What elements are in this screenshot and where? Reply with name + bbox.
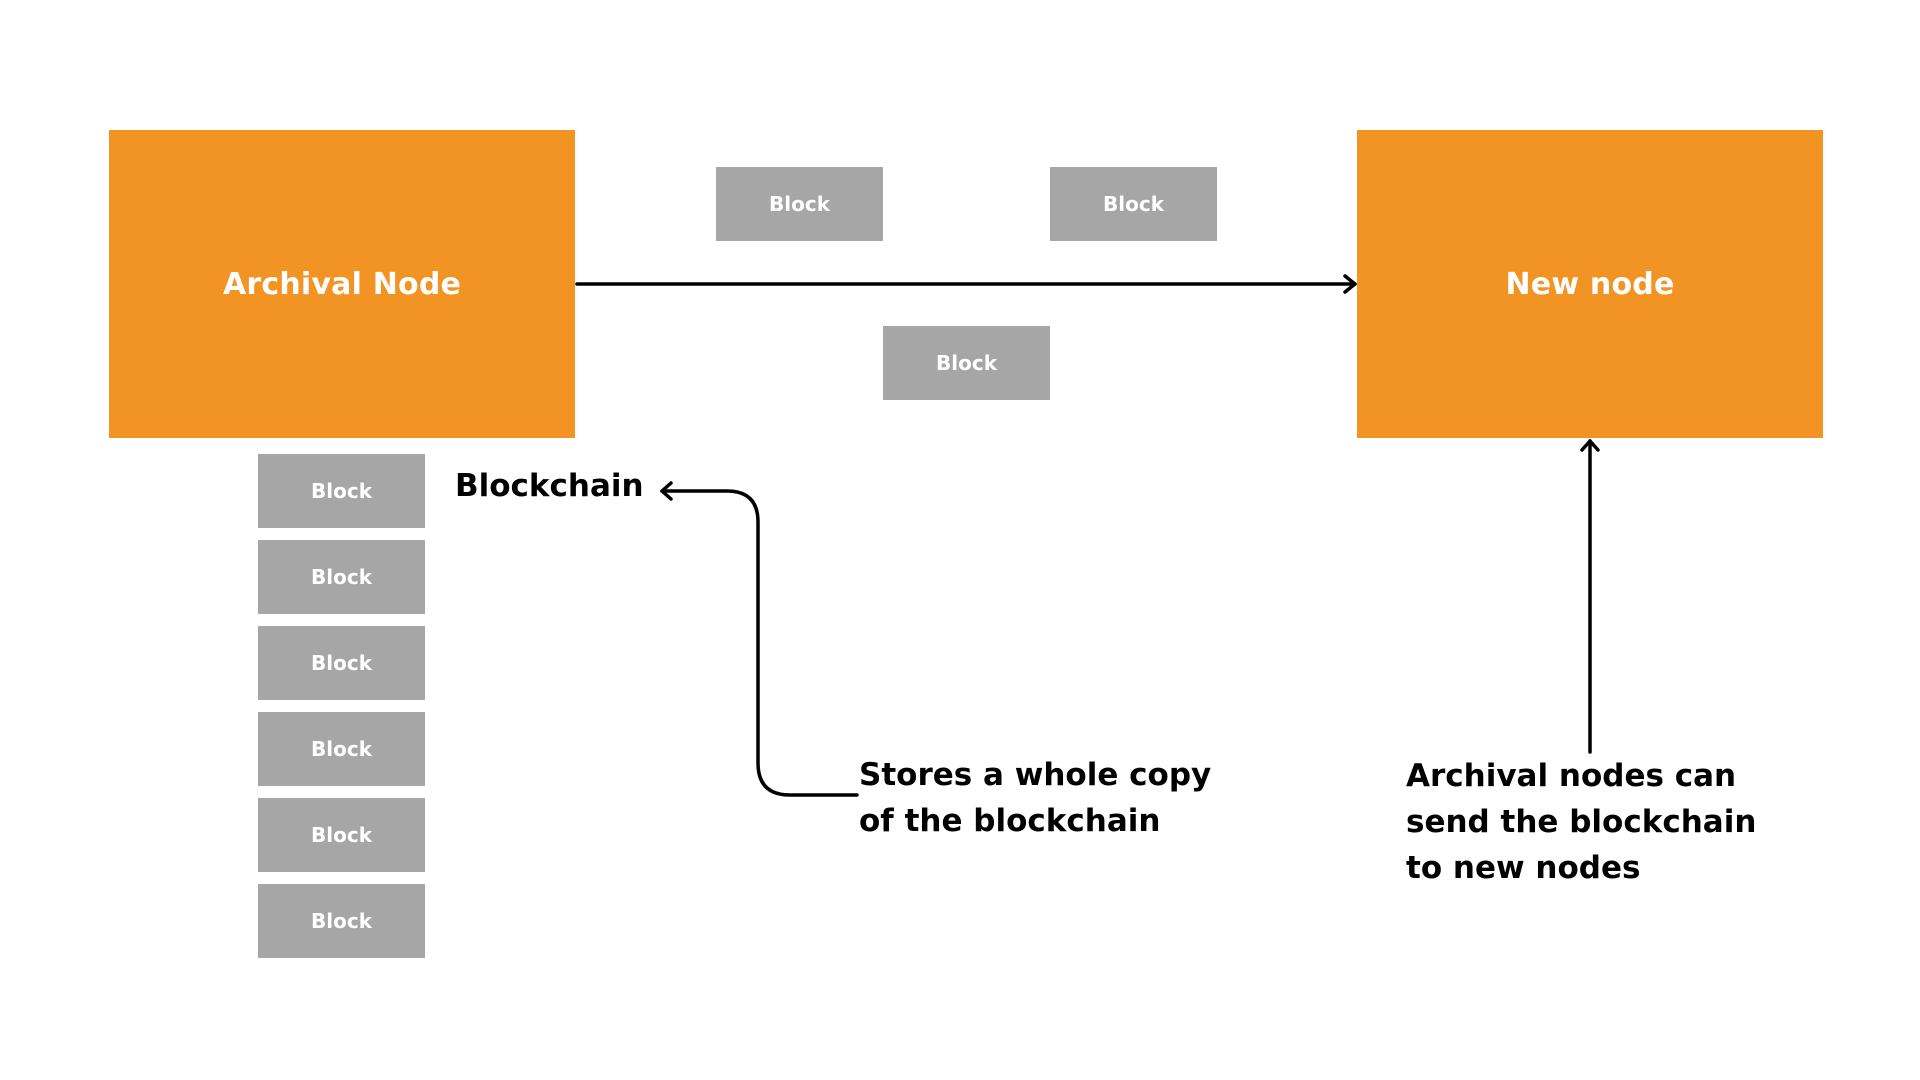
- blockchain-block: Block: [258, 626, 425, 700]
- transit-block: Block: [716, 167, 883, 241]
- stores-arrow: [660, 481, 859, 797]
- annotation-line: send the blockchain: [1406, 804, 1757, 840]
- annotation-line: Archival nodes can: [1406, 758, 1737, 794]
- block-label: Block: [311, 737, 372, 761]
- new-node-label: New node: [1505, 266, 1675, 302]
- blockchain-label: Blockchain: [455, 468, 644, 504]
- archival-node: Archival Node: [109, 130, 575, 438]
- block-label: Block: [311, 651, 372, 675]
- blockchain-block: Block: [258, 540, 425, 614]
- block-label: Block: [1103, 192, 1164, 216]
- blockchain-block: Block: [258, 454, 425, 528]
- block-label: Block: [311, 479, 372, 503]
- send-arrow: [1580, 439, 1600, 754]
- annotation-line: of the blockchain: [859, 803, 1161, 839]
- block-label: Block: [769, 192, 830, 216]
- blockchain-block: Block: [258, 712, 425, 786]
- blockchain-block: Block: [258, 884, 425, 958]
- sync-arrow: [575, 274, 1357, 294]
- annotation-line: to new nodes: [1406, 850, 1641, 886]
- archival-send-annotation: Archival nodes can send the blockchain t…: [1406, 753, 1756, 891]
- block-label: Block: [311, 823, 372, 847]
- archival-node-label: Archival Node: [222, 266, 462, 302]
- new-node: New node: [1357, 130, 1823, 438]
- transit-block: Block: [883, 326, 1050, 400]
- transit-block: Block: [1050, 167, 1217, 241]
- blockchain-block: Block: [258, 798, 425, 872]
- annotation-line: Stores a whole copy: [859, 757, 1212, 793]
- block-label: Block: [311, 565, 372, 589]
- block-label: Block: [311, 909, 372, 933]
- block-label: Block: [936, 351, 997, 375]
- stores-copy-annotation: Stores a whole copy of the blockchain: [859, 752, 1211, 844]
